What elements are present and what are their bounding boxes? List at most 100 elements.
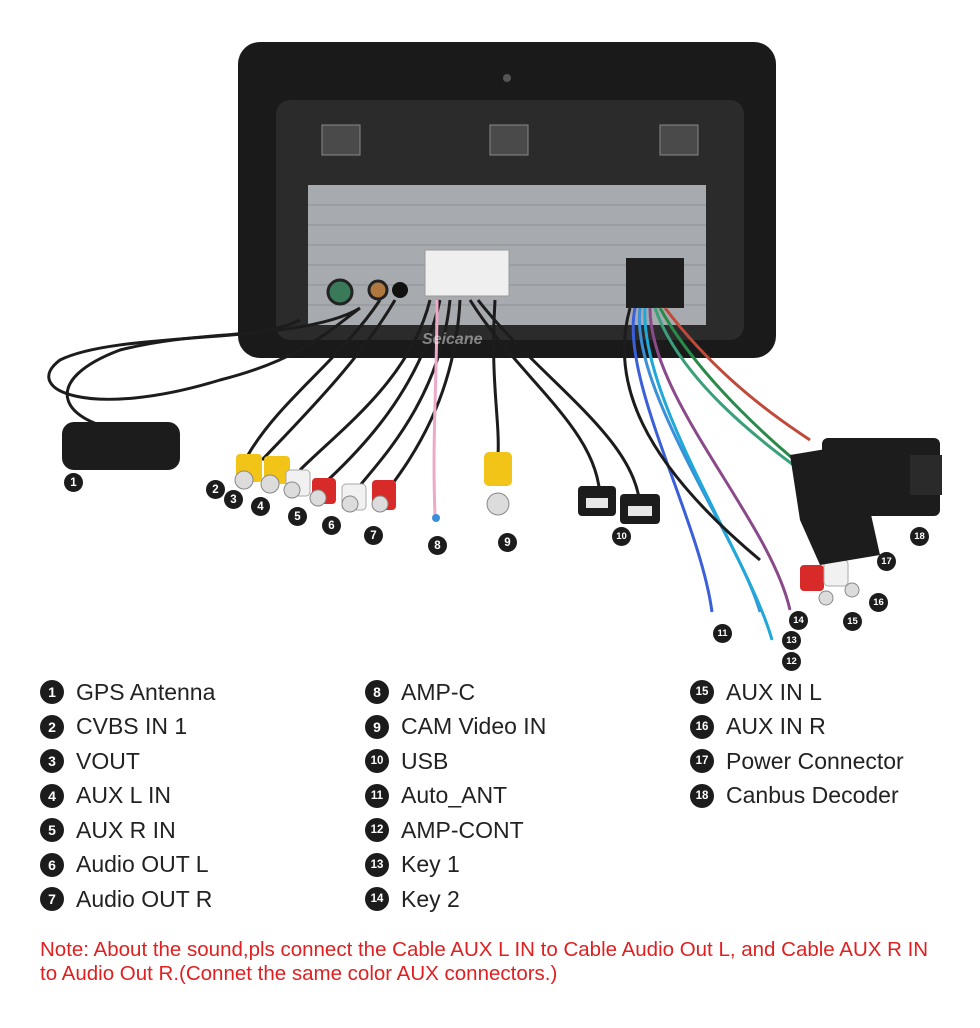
legend-item: 15 AUX IN L — [690, 675, 904, 710]
legend-item: 1 GPS Antenna — [40, 675, 215, 710]
legend-label: AUX R IN — [76, 816, 176, 843]
diagram-marker-2: 2 — [206, 480, 225, 499]
legend-label: AUX IN L — [726, 678, 822, 705]
legend-item: 18 Canbus Decoder — [690, 779, 904, 814]
diagram-marker-4: 4 — [251, 497, 270, 516]
legend-number: 10 — [365, 749, 389, 774]
legend-item: 4 AUX L IN — [40, 779, 215, 814]
legend-number: 2 — [40, 714, 64, 739]
diagram-marker-13: 13 — [782, 631, 801, 650]
mount-clip-left — [321, 124, 361, 156]
legend-label: AUX L IN — [76, 782, 172, 809]
diagram-marker-9: 9 — [498, 533, 517, 552]
mount-clip-center — [489, 124, 529, 156]
legend-label: Canbus Decoder — [726, 782, 899, 809]
legend-item: 17 Power Connector — [690, 744, 904, 779]
legend-number: 17 — [690, 749, 714, 774]
legend-item: 12 AMP-CONT — [365, 813, 546, 848]
rca-audio-out-l — [341, 483, 367, 513]
harness-connector-left — [424, 249, 510, 297]
rca-aux-in-l — [800, 565, 834, 606]
legend-label: Key 2 — [401, 885, 460, 912]
diagram-marker-10: 10 — [612, 527, 631, 546]
mount-clip-right — [659, 124, 699, 156]
legend-item: 7 Audio OUT R — [40, 882, 215, 917]
cam-cable — [492, 299, 500, 456]
diagram-marker-7: 7 — [364, 526, 383, 545]
legend-label: VOUT — [76, 747, 140, 774]
legend-number: 15 — [690, 680, 714, 705]
amp-c-tip — [432, 514, 440, 522]
diagram-marker-11: 11 — [713, 624, 732, 643]
legend-item: 8 AMP-C — [365, 675, 546, 710]
legend-number: 6 — [40, 852, 64, 877]
legend-number: 4 — [40, 783, 64, 808]
legend-number: 5 — [40, 818, 64, 843]
legend-item: 14 Key 2 — [365, 882, 546, 917]
legend-label: GPS Antenna — [76, 678, 216, 705]
gps-cable-2 — [66, 318, 301, 432]
legend-item: 2 CVBS IN 1 — [40, 710, 215, 745]
diagram-marker-15: 15 — [843, 612, 862, 631]
rca-audio-out-r — [371, 480, 396, 513]
legend-item: 13 Key 1 — [365, 848, 546, 883]
bezel-hole — [503, 74, 511, 82]
legend-number: 3 — [40, 749, 64, 774]
diagram-marker-16: 16 — [869, 593, 888, 612]
legend-label: AMP-C — [401, 678, 476, 705]
diagram-marker-3: 3 — [224, 490, 243, 509]
legend-number: 18 — [690, 783, 714, 808]
usb-plug-1 — [578, 486, 616, 516]
legend-label: CAM Video IN — [401, 713, 547, 740]
legend-number: 1 — [40, 680, 64, 705]
rca-cvbs-in — [234, 454, 262, 490]
diagram-marker-8: 8 — [428, 536, 447, 555]
watermark: Seicane — [422, 331, 483, 348]
gps-antenna — [62, 422, 180, 470]
legend-number: 11 — [365, 783, 389, 808]
usb-plug-2 — [620, 494, 660, 524]
legend-label: Power Connector — [726, 747, 904, 774]
legend-label: CVBS IN 1 — [76, 713, 188, 740]
canbus-decoder — [822, 438, 942, 516]
legend-label: Audio OUT R — [76, 885, 213, 912]
legend-number: 7 — [40, 887, 64, 912]
legend-item: 3 VOUT — [40, 744, 215, 779]
legend-label: Key 1 — [401, 851, 460, 878]
diagram-marker-5: 5 — [288, 507, 307, 526]
legend-number: 8 — [365, 680, 389, 705]
wiring-diagram — [47, 42, 942, 641]
diagram-marker-18: 18 — [910, 527, 929, 546]
legend-number: 14 — [365, 887, 389, 912]
legend-item: 16 AUX IN R — [690, 710, 904, 745]
legend-number: 12 — [365, 818, 389, 843]
rca-vout — [260, 456, 290, 494]
radio-port — [367, 279, 389, 301]
diagram-marker-14: 14 — [789, 611, 808, 630]
rca-aux-in-r — [823, 559, 860, 598]
diagram-marker-6: 6 — [322, 516, 341, 535]
amp-c-wire — [432, 299, 439, 516]
gps-port — [326, 278, 354, 306]
harness-connector-right — [626, 258, 684, 308]
rca-aux-l-in — [283, 469, 311, 499]
rca-cam-video-in — [484, 452, 512, 516]
legend-label: AUX IN R — [726, 713, 826, 740]
diagram-marker-1: 1 — [64, 473, 83, 492]
diagram-marker-12: 12 — [782, 652, 801, 671]
sound-connection-note: Note: About the sound,pls connect the Ca… — [40, 938, 929, 985]
legend-label: USB — [401, 747, 449, 774]
legend-item: 10 USB — [365, 744, 546, 779]
legend-number: 9 — [365, 714, 389, 739]
legend-number: 16 — [690, 714, 714, 739]
legend-number: 13 — [365, 852, 389, 877]
legend-item: 5 AUX R IN — [40, 813, 215, 848]
rca-aux-r-in — [309, 478, 336, 507]
legend-label: AMP-CONT — [401, 816, 524, 843]
